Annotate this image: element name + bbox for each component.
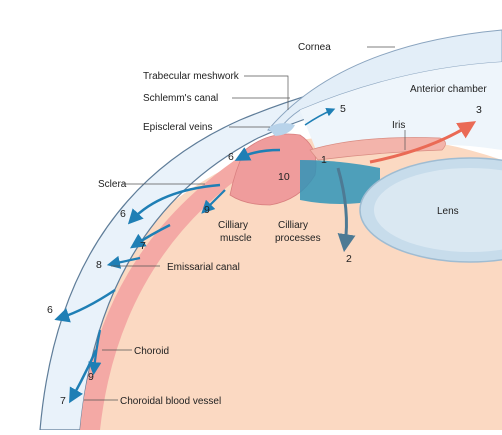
trabecular-leader [244, 75, 289, 110]
ciliary-body [229, 133, 317, 206]
label-emissarial-canal: Emissarial canal [167, 262, 240, 273]
label-episcleral-veins: Episcleral veins [143, 122, 212, 133]
arrow-pathway-6b [127, 183, 221, 225]
arrow-pathway-8 [106, 255, 141, 269]
pathway-number-6-top: 6 [228, 151, 234, 163]
label-iris: Iris [392, 120, 405, 131]
choroid-band [80, 150, 268, 430]
pathway-number-3: 3 [476, 104, 482, 116]
label-cornea: Cornea [298, 42, 331, 53]
label-ciliary-processes-line2: processes [275, 233, 321, 244]
pathway-number-7-low: 7 [60, 395, 66, 407]
label-anterior-chamber: Anterior chamber [410, 84, 487, 95]
pathway-number-9-top: 9 [204, 204, 210, 216]
arrow-pathway-7b [69, 349, 98, 404]
arrow-pathway-6a [234, 147, 281, 161]
arrow-pathway-9a [201, 189, 226, 214]
label-ciliary-muscle-line2: muscle [220, 233, 252, 244]
zonule-fibres [300, 160, 380, 204]
arrow-pathway-5 [304, 107, 336, 126]
label-trabecular-meshwork: Trabecular meshwork [143, 71, 240, 82]
arrow-pathway-6c [54, 288, 116, 323]
label-sclera: Sclera [98, 179, 127, 190]
label-lens: Lens [437, 206, 459, 217]
label-ciliary-muscle-line1: Cilliary [218, 220, 248, 231]
pathway-number-10: 10 [278, 171, 290, 183]
arrow-pathway-3 [369, 121, 477, 164]
trabecular-meshwork-shape [268, 123, 295, 136]
pathway-number-8: 8 [96, 259, 102, 271]
arrow-pathway-7a [130, 223, 171, 249]
label-schlemms-canal: Schlemm's canal [143, 93, 218, 104]
pathway-number-1: 1 [321, 154, 327, 166]
pathway-number-9-low: 9 [88, 371, 94, 383]
pathway-number-6-low: 6 [47, 304, 53, 316]
pathway-number-6-mid: 6 [120, 208, 126, 220]
label-choroid: Choroid [134, 346, 169, 357]
iris-shape [309, 137, 446, 161]
lens-nucleus [374, 168, 502, 252]
arrow-pathway-9b [88, 329, 102, 376]
pathway-number-7-mid: 7 [140, 240, 146, 252]
label-ciliary-processes-line1: Cilliary [278, 220, 308, 231]
pathway-number-2: 2 [346, 253, 352, 265]
arrow-pathway-2 [336, 167, 356, 253]
pathway-number-5: 5 [340, 103, 346, 115]
label-choroidal-blood-vessel: Choroidal blood vessel [120, 396, 221, 407]
